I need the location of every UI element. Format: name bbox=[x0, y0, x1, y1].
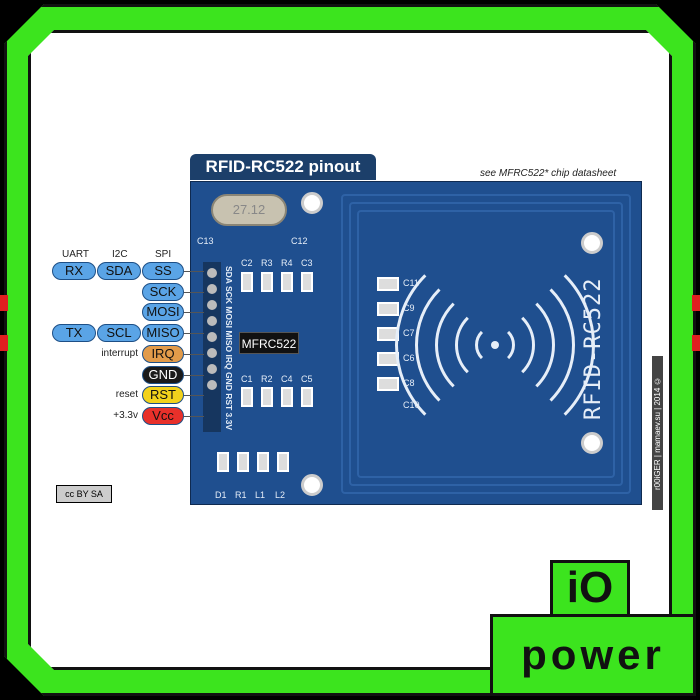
component-label: R2 bbox=[261, 374, 273, 384]
pin-note: +3.3v bbox=[113, 409, 138, 421]
component-label: L2 bbox=[275, 490, 286, 500]
mount-hole bbox=[301, 192, 323, 214]
board-brand: RFID-RC522 bbox=[581, 277, 606, 420]
frame-notch bbox=[692, 335, 700, 351]
component-label: C10 bbox=[403, 400, 420, 410]
pin-note: reset bbox=[115, 389, 138, 401]
component-label: C1 bbox=[241, 374, 253, 384]
pin-gnd: GND bbox=[142, 365, 184, 384]
pin-line bbox=[184, 312, 204, 314]
component-label: R1 bbox=[235, 490, 247, 500]
component-label: L1 bbox=[255, 490, 266, 500]
component-label: R4 bbox=[281, 258, 293, 268]
pin-line bbox=[184, 353, 204, 355]
uart-tx: TX bbox=[52, 324, 96, 343]
component-label: D1 bbox=[215, 490, 227, 500]
component-label: C11 bbox=[403, 278, 419, 288]
pin-irq: IRQ bbox=[142, 344, 184, 363]
uart-rx: RX bbox=[52, 262, 96, 280]
pin-vcc: Vcc bbox=[142, 406, 184, 425]
antenna-coil bbox=[349, 202, 623, 486]
frame-notch bbox=[0, 335, 8, 351]
component-label: C2 bbox=[241, 258, 253, 268]
copyright: r00iGER | mamaev.su | 2014 © bbox=[652, 356, 663, 510]
mount-hole bbox=[581, 232, 603, 254]
pin-ss: SS bbox=[142, 262, 184, 280]
i2c-header: I2C bbox=[112, 249, 128, 260]
wave-center bbox=[491, 341, 499, 349]
pin-silkscreen: SDA SCK MOSI MISO IRQ GND RST 3.3V bbox=[224, 266, 234, 431]
pin-line bbox=[184, 333, 204, 335]
spi-header: SPI bbox=[155, 249, 172, 260]
pin-rst: RST bbox=[142, 386, 184, 405]
component-label: C6 bbox=[403, 353, 415, 363]
pin-line bbox=[184, 271, 204, 272]
pin-line bbox=[184, 395, 204, 397]
pin-sck: SCK bbox=[142, 282, 184, 301]
antenna-coil bbox=[341, 194, 631, 494]
component-label: C9 bbox=[403, 303, 415, 313]
rfid-board: 27.12 SDA SCK MOSI MISO IRQ GND RST 3.3V… bbox=[190, 181, 642, 505]
pin-note: interrupt bbox=[101, 347, 138, 359]
datasheet-note: see MFRC522* chip datasheet bbox=[480, 168, 617, 179]
component-label: C3 bbox=[301, 258, 313, 268]
pin-mosi: MOSI bbox=[142, 303, 184, 322]
logo-bottom: power bbox=[490, 614, 696, 696]
pin-line bbox=[184, 374, 204, 376]
crystal: 27.12 bbox=[211, 194, 287, 226]
component-label: C12 bbox=[291, 236, 308, 246]
pin-line bbox=[184, 291, 204, 293]
mount-hole bbox=[581, 432, 603, 454]
component-label: C4 bbox=[281, 374, 293, 384]
uart-header: UART bbox=[62, 249, 90, 260]
antenna-coil bbox=[357, 210, 615, 478]
i2c-scl: SCL bbox=[97, 324, 141, 343]
iopower-logo: iO power bbox=[490, 560, 696, 696]
component-label: C13 bbox=[197, 236, 214, 246]
diagram-title: RFID-RC522 pinout bbox=[190, 154, 376, 180]
i2c-sda: SDA bbox=[97, 262, 141, 280]
mount-hole bbox=[301, 474, 323, 496]
cc-license-badge: cc BY SA bbox=[56, 485, 112, 503]
mfrc522-chip: MFRC522 bbox=[239, 332, 299, 354]
component-label: C7 bbox=[403, 328, 415, 338]
component-label: C5 bbox=[301, 374, 313, 384]
logo-top: iO bbox=[550, 560, 630, 618]
frame-notch bbox=[692, 295, 700, 311]
component-label: R3 bbox=[261, 258, 273, 268]
pin-header bbox=[203, 262, 221, 432]
component-label: C8 bbox=[403, 378, 415, 388]
pin-miso: MISO bbox=[142, 324, 184, 343]
frame-notch bbox=[0, 295, 8, 311]
pin-line bbox=[184, 415, 204, 417]
